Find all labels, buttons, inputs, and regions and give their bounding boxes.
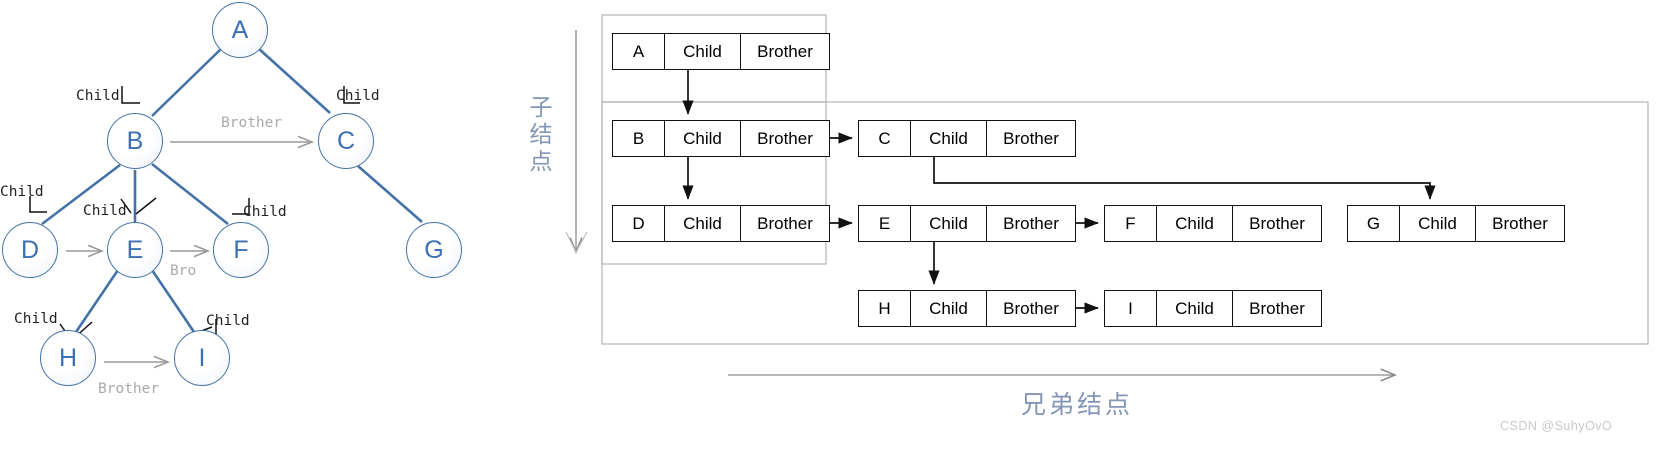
linked-node-a[interactable]: A Child Brother	[612, 33, 830, 70]
child-pointer-arrows	[682, 70, 940, 285]
tree-brother-label: Brother	[221, 115, 283, 131]
linked-node-g[interactable]: G Child Brother	[1347, 205, 1565, 242]
tree-child-label: Child	[243, 204, 287, 220]
node-key-cell: B	[613, 121, 665, 156]
tree-node-d[interactable]: D	[2, 222, 58, 278]
tree-child-label: Child	[76, 88, 120, 104]
node-child-cell: Child	[911, 206, 987, 241]
node-key-cell: G	[1348, 206, 1400, 241]
node-brother-cell: Brother	[1492, 213, 1548, 233]
node-child-cell: Child	[665, 34, 741, 69]
linked-node-c[interactable]: C Child Brother	[858, 120, 1076, 157]
brother-axis-label: 兄弟结点	[1021, 390, 1134, 419]
tree-child-label: Child	[83, 203, 127, 219]
tree-node-a[interactable]: A	[212, 2, 268, 58]
tree-child-edges	[41, 47, 423, 333]
linked-edges-svg	[565, 14, 1649, 450]
node-brother-cell: Brother	[757, 41, 813, 61]
grouping-rectangles	[601, 14, 1649, 345]
node-key-cell: A	[613, 34, 665, 69]
tree-node-label: A	[231, 15, 249, 44]
tree-node-label: I	[198, 343, 206, 372]
node-child-cell: Child	[665, 121, 741, 156]
node-brother-cell: Brother	[1249, 298, 1305, 318]
node-child-cell: Child	[1400, 206, 1476, 241]
watermark: CSDN @SuhyOvO	[1500, 419, 1613, 433]
child-axis-label: 子结点	[525, 95, 551, 176]
tree-node-g[interactable]: G	[406, 222, 462, 278]
tree-brother-label: Bro	[170, 263, 197, 279]
linked-node-e[interactable]: E Child Brother	[858, 205, 1076, 242]
child-axis-arrow	[565, 30, 588, 252]
node-child-cell: Child	[1157, 291, 1233, 326]
node-brother-cell: Brother	[1003, 213, 1059, 233]
node-brother-cell: Brother	[1003, 128, 1059, 148]
tree-node-h[interactable]: H	[40, 330, 96, 386]
tree-node-label: C	[336, 126, 356, 155]
linked-node-d[interactable]: D Child Brother	[612, 205, 830, 242]
tree-node-label: D	[20, 235, 40, 264]
child-tick-marks	[29, 86, 360, 341]
tree-child-label: Child	[336, 88, 380, 104]
node-key-cell: D	[613, 206, 665, 241]
tree-brother-label: Brother	[98, 381, 160, 397]
tree-edges-svg	[29, 47, 423, 450]
node-child-cell: Child	[665, 206, 741, 241]
node-key-cell: E	[859, 206, 911, 241]
brother-pointer-arrows	[828, 132, 1436, 314]
linked-node-f[interactable]: F Child Brother	[1104, 205, 1322, 242]
node-brother-cell: Brother	[1003, 298, 1059, 318]
linked-representation: A Child Brother B Child Brother C Child …	[500, 0, 1656, 450]
tree-child-label: Child	[14, 311, 58, 327]
tree-diagram: A B C D E F G H I Child Child Child Chil…	[0, 0, 500, 450]
tree-node-label: E	[126, 235, 144, 264]
linked-node-h[interactable]: H Child Brother	[858, 290, 1076, 327]
tree-node-label: B	[126, 126, 144, 155]
node-brother-cell: Brother	[757, 213, 813, 233]
tree-node-label: G	[424, 235, 444, 264]
tree-node-c[interactable]: C	[318, 113, 374, 169]
linked-node-b[interactable]: B Child Brother	[612, 120, 830, 157]
node-key-cell: C	[859, 121, 911, 156]
tree-node-label: F	[233, 235, 249, 264]
tree-node-e[interactable]: E	[107, 222, 163, 278]
node-key-cell: I	[1105, 291, 1157, 326]
node-child-cell: Child	[911, 291, 987, 326]
tree-brother-arrows	[66, 142, 312, 362]
node-brother-cell: Brother	[757, 128, 813, 148]
node-key-cell: H	[859, 291, 911, 326]
node-key-cell: F	[1105, 206, 1157, 241]
tree-child-label: Child	[0, 184, 44, 200]
linked-node-i[interactable]: I Child Brother	[1104, 290, 1322, 327]
tree-node-i[interactable]: I	[174, 330, 230, 386]
node-child-cell: Child	[911, 121, 987, 156]
tree-node-f[interactable]: F	[213, 222, 269, 278]
node-brother-cell: Brother	[1249, 213, 1305, 233]
tree-node-b[interactable]: B	[107, 113, 163, 169]
tree-node-label: H	[58, 343, 78, 372]
tree-child-label: Child	[206, 313, 250, 329]
node-child-cell: Child	[1157, 206, 1233, 241]
